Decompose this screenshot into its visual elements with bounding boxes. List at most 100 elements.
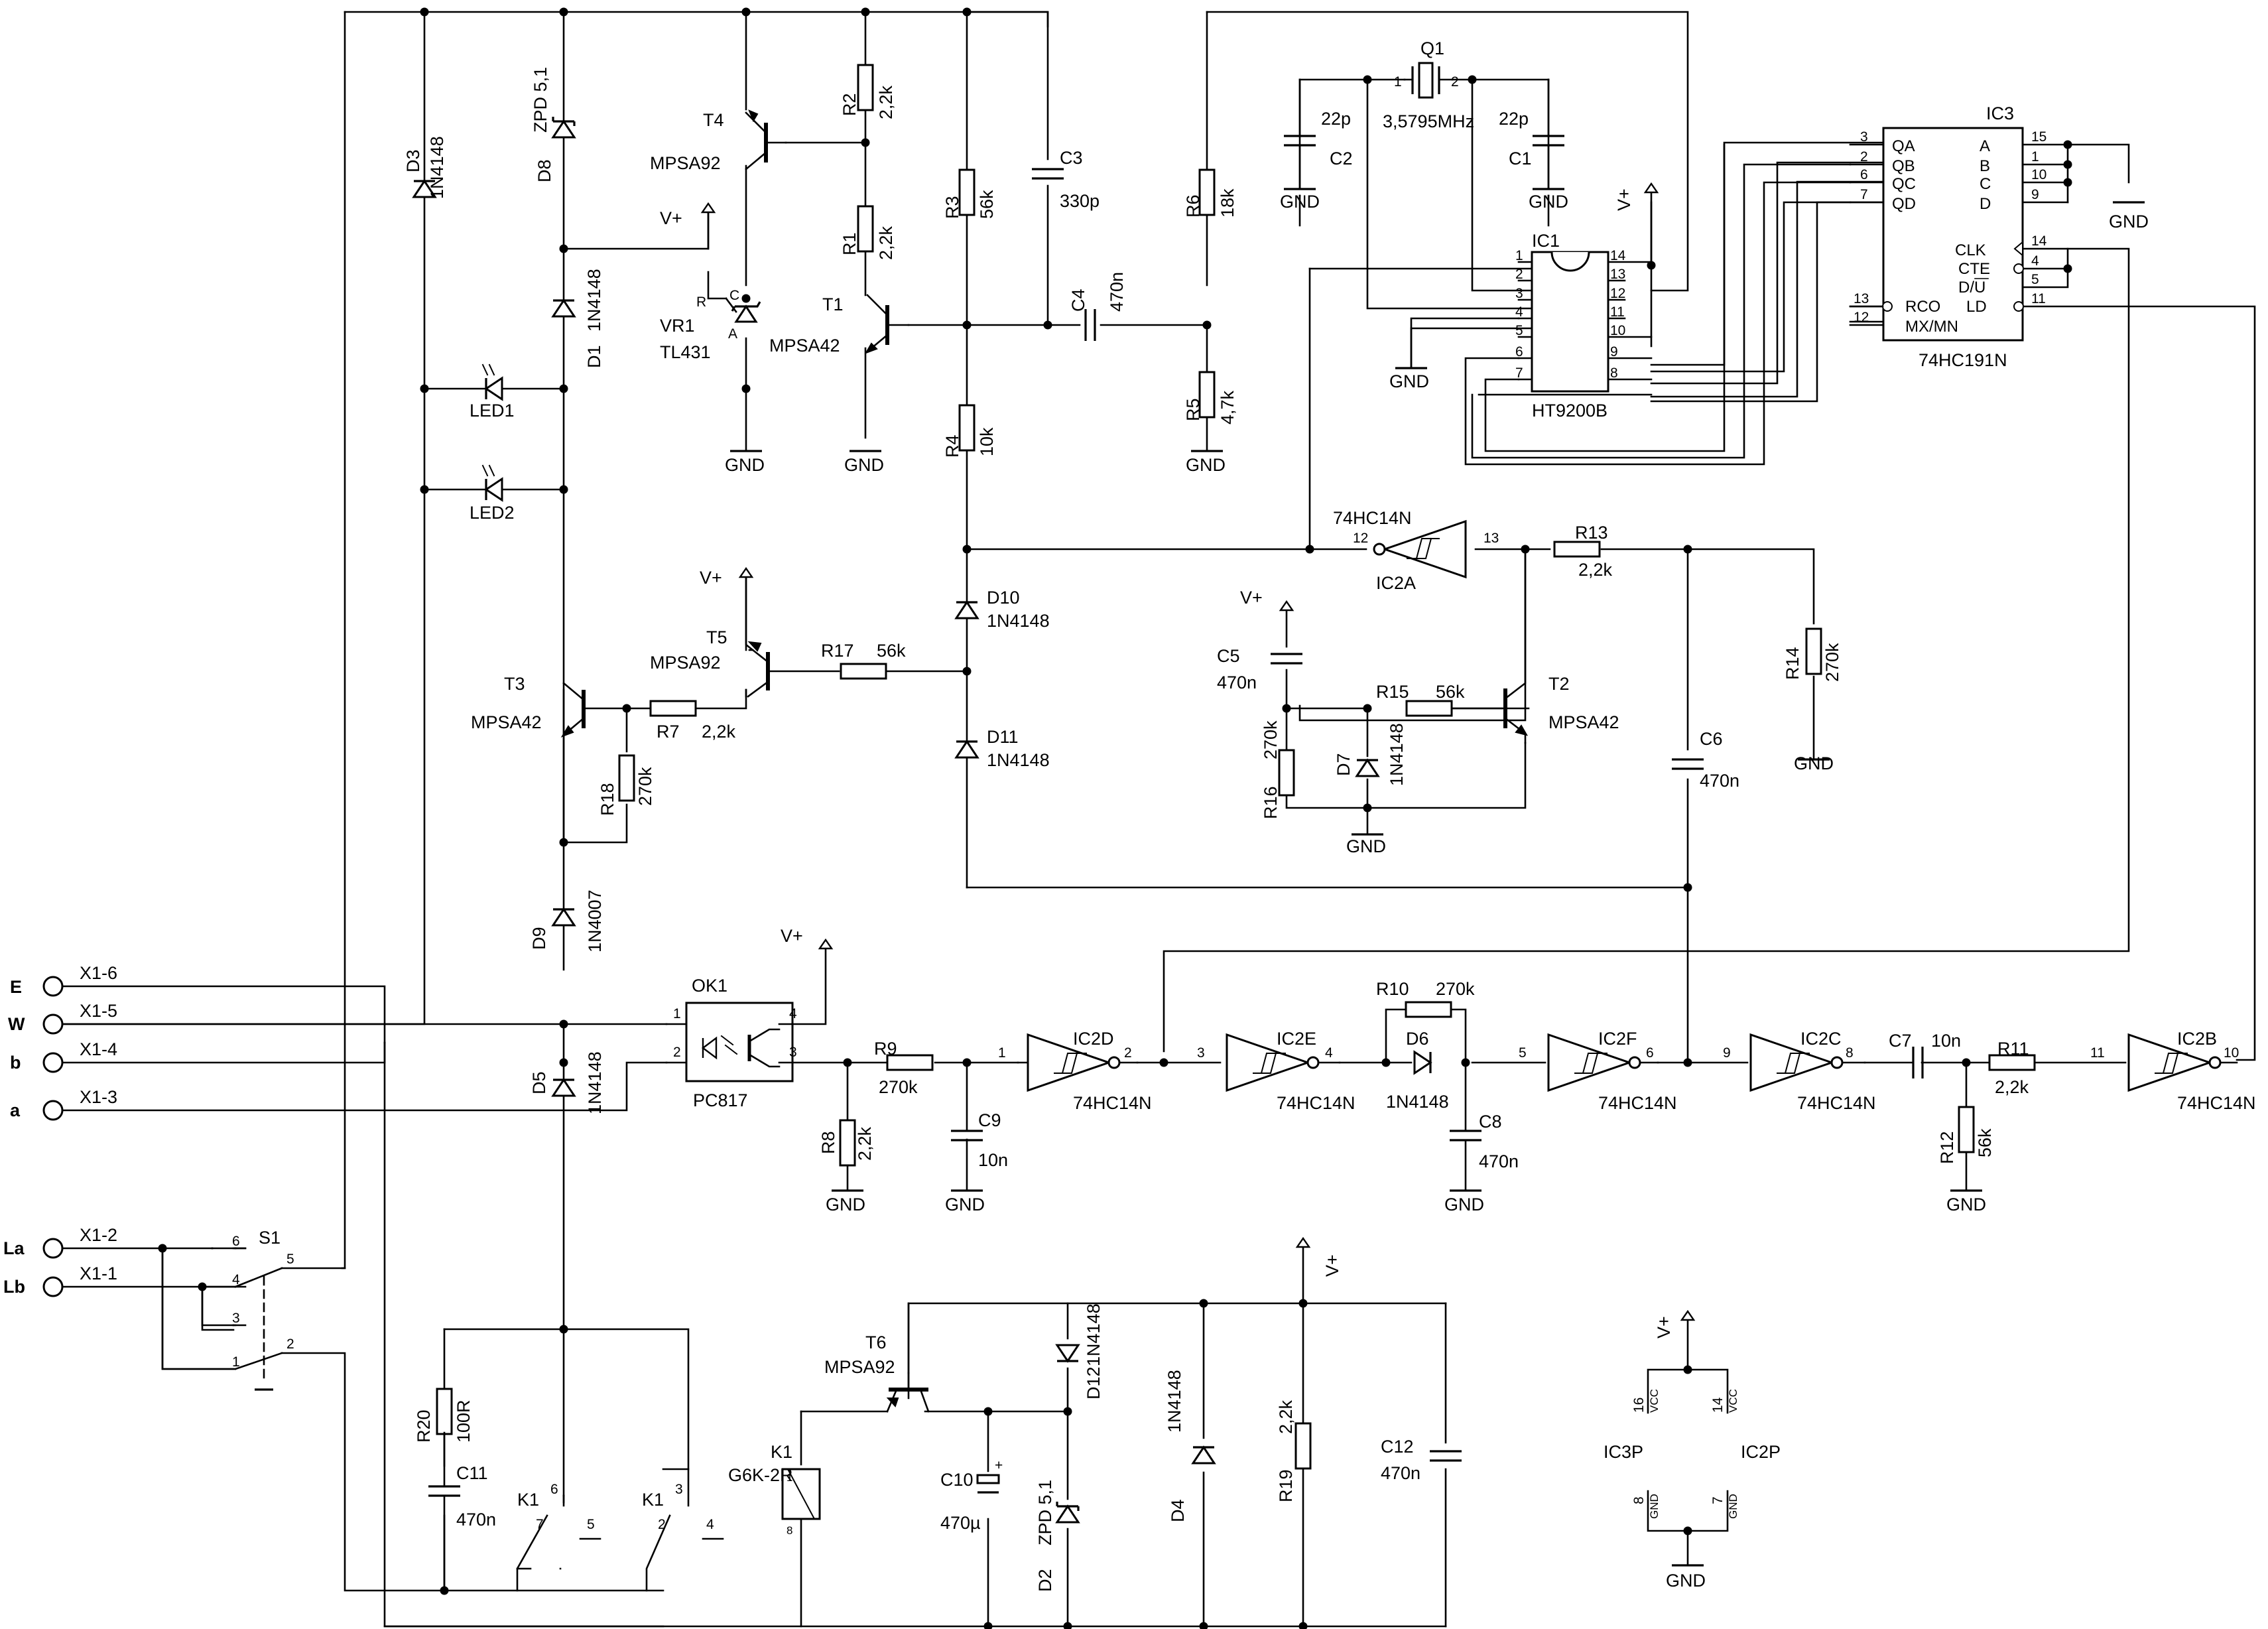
ref-label: R20 xyxy=(414,1409,434,1443)
pin-label: 5 xyxy=(286,1252,294,1267)
vplus-bottom: V+ xyxy=(1296,1237,1342,1277)
pin-label: 12 xyxy=(1854,310,1869,325)
ref-label: D11 xyxy=(987,727,1019,747)
pin-label: 11 xyxy=(2031,291,2046,306)
pin-label: 14 xyxy=(2031,233,2047,249)
value-label: 470n xyxy=(456,1510,496,1530)
pin-label: 10 xyxy=(2031,167,2047,182)
connector-x1-6[interactable]: E X1-6 xyxy=(10,963,385,1043)
ref-label: D8 xyxy=(535,159,554,182)
gate-ic2b: IC2B 74HC14N 11 10 xyxy=(2090,1029,2256,1113)
pin-label: 8 xyxy=(1610,365,1618,381)
ref-label: R7 xyxy=(657,722,680,742)
ref-label: R15 xyxy=(1376,682,1409,702)
vplus-ic1: V+ xyxy=(1614,182,1659,211)
resistor-r15: R15 56k xyxy=(1376,682,1465,717)
switch-s1[interactable]: S1 6 5 4 3 1 2 xyxy=(162,1228,294,1391)
signal-label: a xyxy=(10,1100,21,1120)
ref-label: Q1 xyxy=(1420,38,1444,58)
value-label: 470n xyxy=(1217,673,1257,692)
pin-label: 5 xyxy=(1515,323,1523,338)
part-label: HT9200B xyxy=(1532,401,1607,421)
pin-label: 13 xyxy=(1854,291,1869,306)
ref-label: D5 xyxy=(529,1071,549,1094)
pin-label: 2 xyxy=(673,1045,681,1060)
gnd-r12: GND xyxy=(1946,1189,1986,1214)
ref-label: K1 xyxy=(771,1442,792,1462)
pin-label: VCC xyxy=(1648,1389,1661,1413)
ic1-ht9200b: IC1 HT9200B 1 2 3 4 5 6 7 14 13 12 11 10… xyxy=(1515,231,1653,421)
value-label: 1N4148 xyxy=(1165,1370,1184,1433)
capacitor-c1: 22p C1 xyxy=(1499,109,1566,168)
capacitor-c8: C8 470n xyxy=(1448,1112,1519,1171)
value-label: 22p xyxy=(1321,109,1351,129)
ref-label: VR1 xyxy=(660,316,695,336)
pin-label: 6 xyxy=(1860,167,1868,182)
part-label: 74HC191N xyxy=(1919,350,2007,370)
diode-d9: D9 1N4007 xyxy=(529,889,605,952)
pin-label: 4 xyxy=(232,1272,240,1287)
pin-name: QD xyxy=(1892,195,1916,213)
pin-label: 1 xyxy=(1515,248,1523,263)
pin-label: C xyxy=(729,288,739,303)
pin-label: A xyxy=(728,326,737,342)
part-label: 74HC14N xyxy=(1277,1093,1355,1113)
resistor-r12: R12 56k xyxy=(1937,1106,1995,1164)
ref-label: IC1 xyxy=(1532,231,1560,251)
resistor-r2: R2 2,2k xyxy=(840,64,896,119)
resistor-r16: 270k R16 xyxy=(1261,720,1295,819)
transistor-t4: T4 MPSA92 xyxy=(650,109,787,173)
connector-x1-4[interactable]: b X1-4 xyxy=(10,1039,117,1073)
connector-x1-1[interactable]: Lb X1-1 xyxy=(3,1264,117,1297)
pin-label: 7 xyxy=(1710,1496,1726,1504)
value-label: 1N4148 xyxy=(585,1051,605,1114)
value-label: 2,2k xyxy=(876,226,896,260)
pin-label: 7 xyxy=(536,1517,544,1532)
connector-ref: X1-2 xyxy=(80,1225,117,1245)
resistor-r9: R9 270k xyxy=(874,1039,934,1097)
ref-label: IC2F xyxy=(1598,1029,1637,1049)
pin-label: 1 xyxy=(673,1006,681,1021)
pin-label: 6 xyxy=(232,1234,240,1249)
diode-d11: D11 1N4148 xyxy=(955,727,1050,770)
pin-label: 2 xyxy=(1860,149,1868,164)
pin-label: 6 xyxy=(1515,344,1523,359)
connector-x1-3[interactable]: a X1-3 xyxy=(10,1087,117,1121)
ref-label: IC2A xyxy=(1376,573,1416,593)
ref-label: C11 xyxy=(456,1463,488,1483)
value-label: 4,7k xyxy=(1218,390,1237,424)
pin-label: 8 xyxy=(1846,1045,1854,1061)
gnd-r5: GND xyxy=(1186,450,1226,475)
rail-label: GND xyxy=(1946,1195,1986,1214)
pin-label: 4 xyxy=(789,1006,797,1021)
ref-label: C7 xyxy=(1889,1031,1912,1051)
gnd-ic-power: GND xyxy=(1666,1564,1706,1591)
part-label: 74HC14N xyxy=(1797,1093,1876,1113)
transistor-t1: T1 MPSA42 xyxy=(769,294,910,356)
ref-label: C4 xyxy=(1068,289,1088,312)
resistor-r7: R7 2,2k xyxy=(649,700,736,742)
connector-x1-2[interactable]: La X1-2 xyxy=(3,1225,117,1259)
pin-label: 7 xyxy=(1860,187,1868,202)
value-label: 270k xyxy=(1436,979,1475,999)
gnd-d7: GND xyxy=(1346,833,1386,856)
ic3-routing xyxy=(1464,163,1852,466)
pin-name: MX/MN xyxy=(1905,318,1958,336)
pin-label: 13 xyxy=(1610,267,1625,282)
ref-label: R2 xyxy=(840,93,859,116)
ref-label: R11 xyxy=(1997,1039,2029,1059)
value-label: 470µ xyxy=(940,1513,981,1533)
connector-ref: X1-6 xyxy=(80,963,117,983)
value-label: 270k xyxy=(635,767,655,806)
value-label: 470n xyxy=(1107,272,1127,312)
pin-label: 2 xyxy=(1515,267,1523,282)
ref-label: IC2P xyxy=(1741,1442,1781,1462)
vplus-vr1: V+ xyxy=(660,202,716,228)
transistor-t5: T5 MPSA92 xyxy=(650,576,770,698)
pin-label: 9 xyxy=(1723,1045,1731,1061)
gate-ic2d: IC2D 74HC14N 1 2 xyxy=(998,1029,1152,1113)
connector-x1-5[interactable]: W X1-5 xyxy=(8,1001,117,1035)
capacitor-c5: C5 470n xyxy=(1217,646,1304,692)
resistor-r20: R20 100R xyxy=(414,1388,473,1443)
